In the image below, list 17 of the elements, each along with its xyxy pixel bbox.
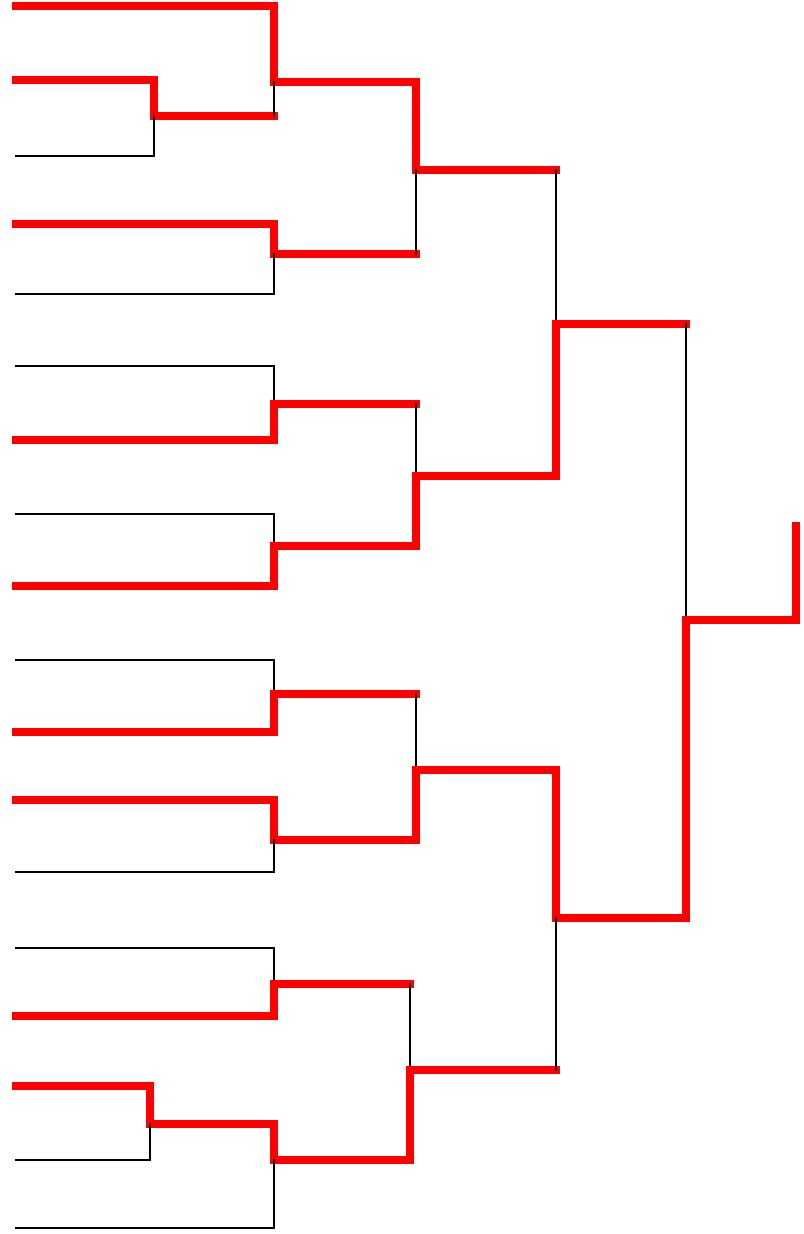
bracket-connector [273, 513, 275, 547]
bracket-connector [415, 169, 417, 255]
bracket-connector [273, 839, 275, 873]
bracket-connector [555, 917, 557, 1071]
bracket-connector [415, 693, 417, 771]
bracket-connector [273, 253, 275, 295]
bracket-connector [409, 983, 411, 1071]
bracket-connector [555, 169, 557, 325]
bracket-connector [149, 1123, 151, 1161]
bracket-connector [273, 365, 275, 405]
bracket-connector [273, 81, 275, 117]
bracket-connector [273, 947, 275, 985]
bracket-connector [685, 323, 687, 621]
bracket-connector [415, 403, 417, 477]
bracket-connector [153, 115, 155, 157]
bracket-connector [273, 659, 275, 695]
bracket-connector [273, 1159, 275, 1229]
